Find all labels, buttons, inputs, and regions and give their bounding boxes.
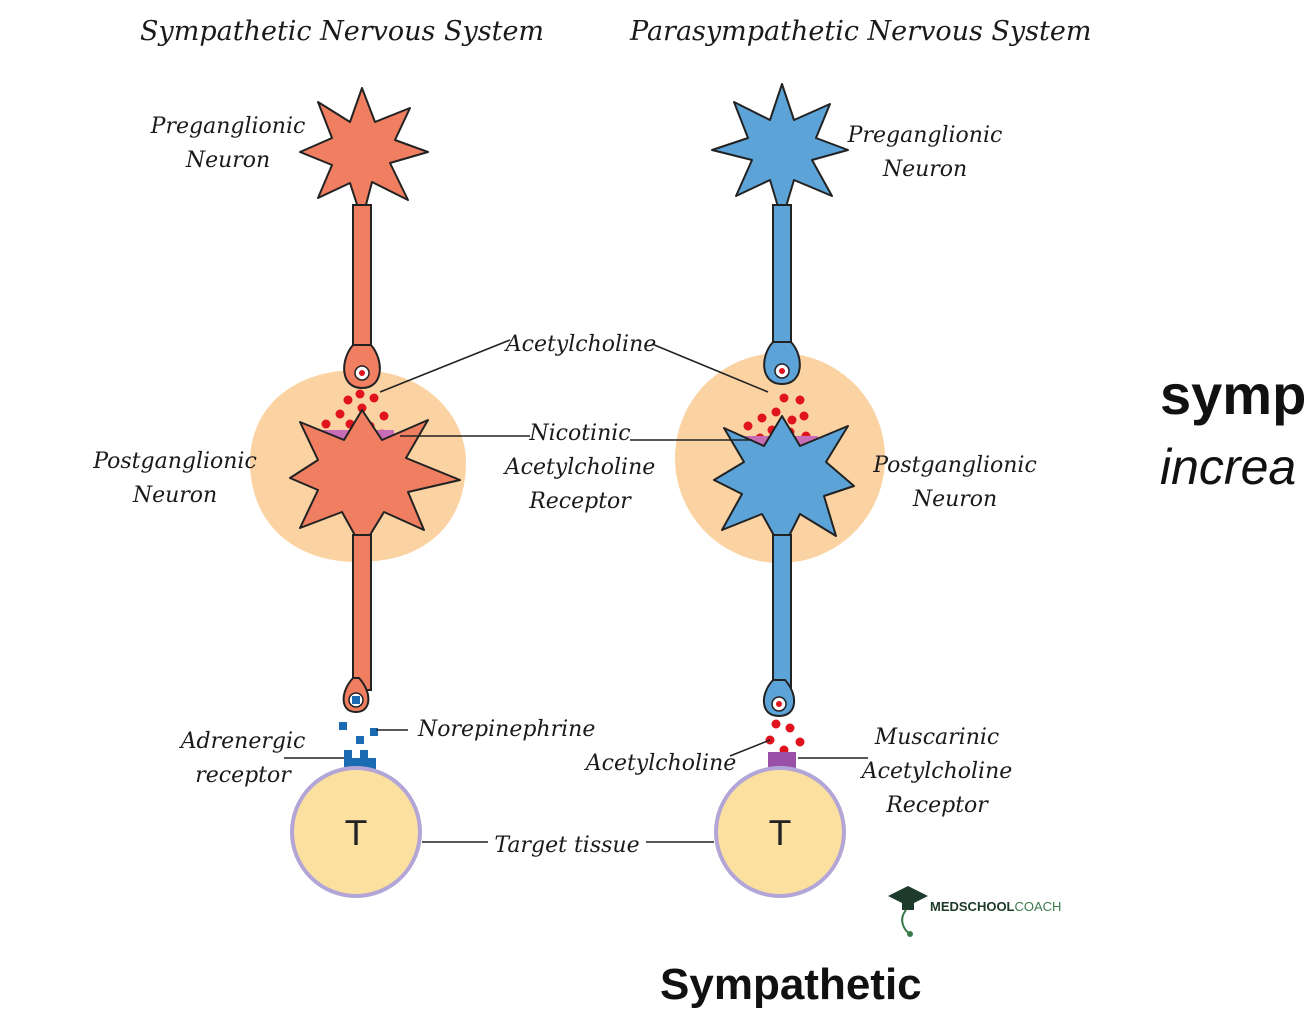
axon-terminal-right-top [763,341,801,386]
label-postganglionic-right-2: Neuron [912,487,997,512]
medschoolcoach-logo: MEDSCHOOLCOACH [888,884,1088,934]
target-letter-right: T [769,814,791,854]
label-adrenergic-2: receptor [195,763,292,788]
label-postganglionic-right-1: Postganglionic [872,453,1037,478]
postganglionic-axon-left [352,534,372,691]
label-target-tissue: Target tissue [494,833,639,858]
logo-part-1: MEDSCHOOL [930,899,1015,914]
label-preganglionic-right-1: Preganglionic [847,123,1003,148]
label-nicotinic-1: Nicotinic [528,421,630,446]
label-muscarinic-2: Acetylcholine [860,759,1013,784]
bottom-heading: Sympathetic [660,960,922,1009]
label-adrenergic-1: Adrenergic [179,729,306,754]
leader-lines [284,339,868,843]
preganglionic-neuron-left [299,87,429,221]
postganglionic-axon-right [772,534,792,691]
label-preganglionic-left-1: Preganglionic [150,114,306,139]
medschoolcoach-logo-icon [888,886,928,937]
label-preganglionic-right-2: Neuron [882,157,967,182]
label-postganglionic-left-1: Postganglionic [92,449,257,474]
target-letter-left: T [345,814,367,854]
title-parasympathetic: Parasympathetic Nervous System [629,16,1091,47]
adrenergic-receptor [344,750,376,770]
target-tissue-left [290,766,422,898]
preganglionic-axon-left [352,204,372,361]
label-preganglionic-left-2: Neuron [185,148,270,173]
vesicle-core-left-bottom [352,696,360,704]
label-muscarinic-1: Muscarinic [874,725,1000,750]
preganglionic-neuron-right [711,83,849,221]
target-tissue-right [714,766,846,898]
logo-text: MEDSCHOOLCOACH [930,899,1061,914]
label-nicotinic-2: Acetylcholine [503,455,656,480]
title-sympathetic: Sympathetic Nervous System [140,16,544,47]
vesicle-core-left-top [359,370,365,376]
logo-part-2: COACH [1014,899,1062,914]
label-acetylcholine-top: Acetylcholine [504,332,657,357]
label-acetylcholine-bottom: Acetylcholine [584,751,737,776]
label-postganglionic-left-2: Neuron [132,483,217,508]
acetylcholine-dots-right-bottom [765,719,805,755]
vesicle-core-right-top [779,368,785,374]
norepinephrine-dots [339,722,378,744]
side-heading-bold: symp [1160,363,1306,426]
preganglionic-axon-right [772,204,792,356]
label-nicotinic-3: Receptor [528,489,632,514]
label-muscarinic-3: Receptor [885,793,989,818]
side-heading-italic: increa [1160,439,1297,495]
label-norepinephrine: Norepinephrine [417,717,595,742]
vesicle-core-right-bottom [776,701,782,707]
